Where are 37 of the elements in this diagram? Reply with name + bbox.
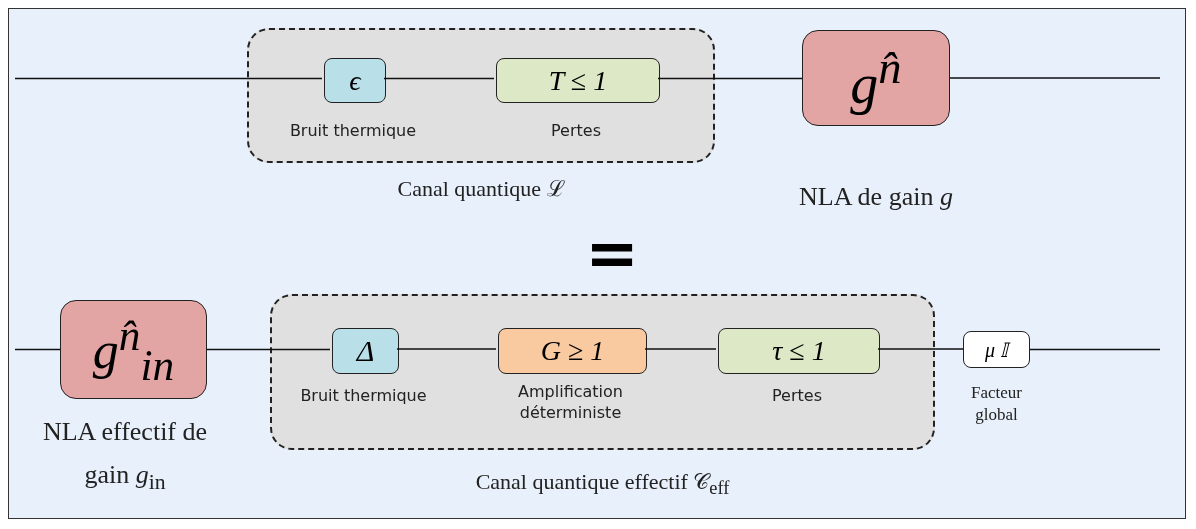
connector-line <box>657 77 803 80</box>
connector-line <box>1029 348 1161 351</box>
dashed-group-box <box>270 294 935 450</box>
node-label: Amplification déterministe <box>517 382 624 424</box>
operator-box <box>60 300 207 399</box>
operator-box <box>332 328 399 374</box>
dashed-group-box <box>247 28 715 163</box>
operator-box <box>496 58 660 103</box>
node-label: NLA de gain g <box>798 181 954 213</box>
node-label: Bruit thermique <box>288 121 418 142</box>
math-symbol: g$^{n̂}$ <box>850 40 902 116</box>
node-label: Pertes <box>550 121 602 142</box>
math-symbol: τ ≤ 1 <box>772 335 826 367</box>
connector-line <box>396 348 497 350</box>
node-label: Pertes <box>771 386 823 407</box>
operator-box <box>963 331 1030 368</box>
operator-box <box>802 30 950 126</box>
connector-line <box>877 348 964 350</box>
connector-line <box>949 77 1161 79</box>
connector-line <box>14 77 323 80</box>
group-caption: Canal quantique effectif 𝒞$_{eff}$ <box>474 468 731 501</box>
group-caption: Canal quantique ℒ <box>396 175 566 203</box>
math-symbol: ϵ <box>349 64 361 97</box>
node-label: NLA effectif de gain g$_{in}$ <box>41 416 209 497</box>
math-symbol: T ≤ 1 <box>548 64 608 97</box>
connector-line <box>206 348 331 351</box>
math-symbol: Δ <box>356 334 375 368</box>
connector-line <box>644 348 717 350</box>
connector-line <box>14 348 61 351</box>
operator-box <box>498 328 647 374</box>
operator-box <box>324 58 386 103</box>
connector-line <box>383 77 495 80</box>
node-label: Bruit thermique <box>299 386 428 407</box>
equals-sign: = <box>584 218 640 288</box>
operator-box <box>718 328 880 374</box>
math-symbol: G ≥ 1 <box>540 335 605 367</box>
node-label: Facteur global <box>970 382 1023 427</box>
